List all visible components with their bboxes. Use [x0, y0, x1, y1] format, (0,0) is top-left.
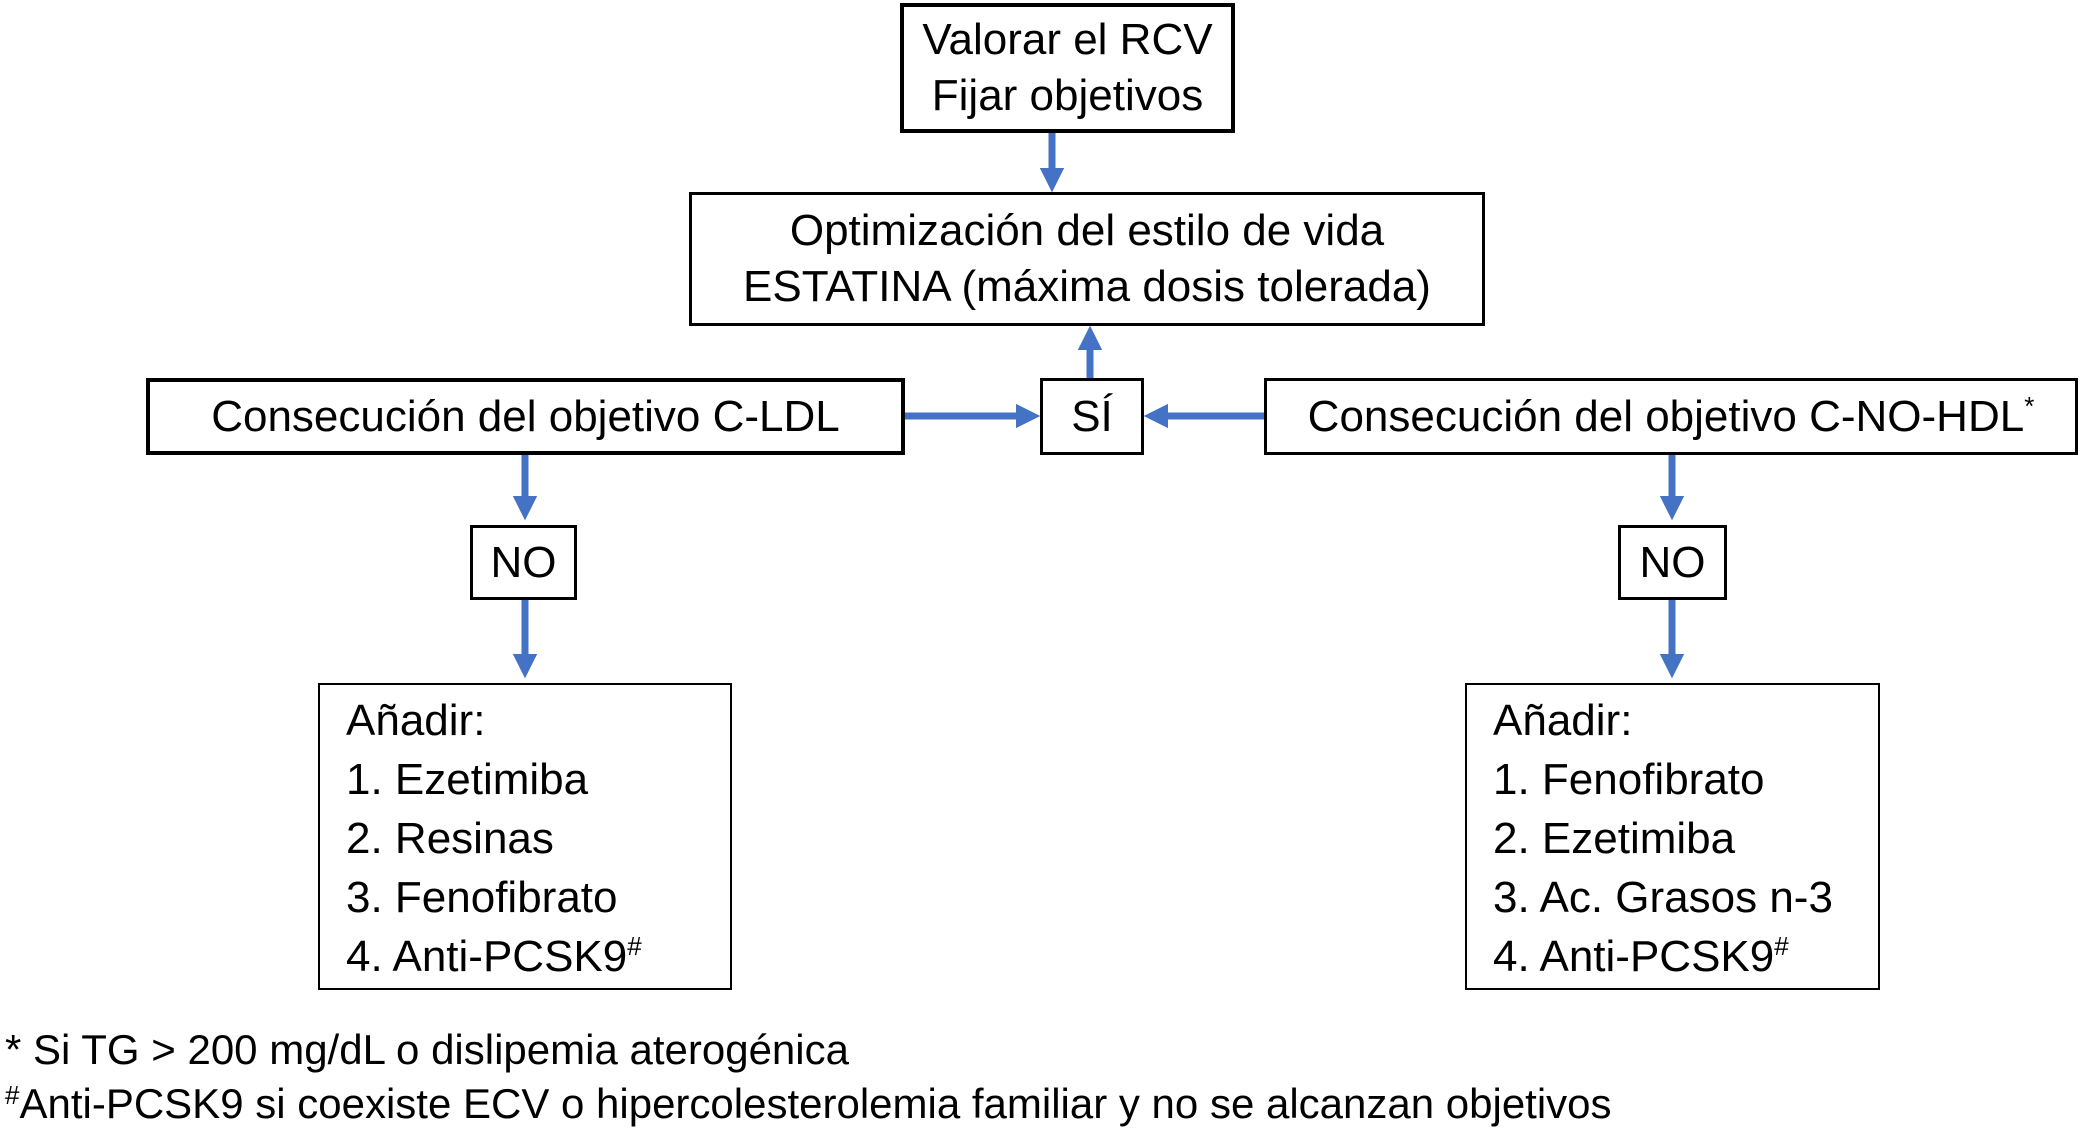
ldl-add-item-1: 1. Ezetimiba [346, 755, 589, 804]
nonhdl-add-item-4: 4. Anti-PCSK9# [1493, 927, 1789, 986]
ldl-goal-label: Consecución del objetivo C-LDL [211, 391, 840, 441]
footnote-tg: * Si TG > 200 mg/dL o dislipemia aterogé… [5, 1025, 849, 1075]
asterisk-superscript: * [2024, 390, 2035, 421]
treatment-box: Optimización del estilo de vida ESTATINA… [689, 192, 1485, 326]
nonhdl-goal-box: Consecución del objetivo C-NO-HDL* [1264, 378, 2078, 455]
ldl-add-item-4-text: 4. Anti-PCSK9 [346, 932, 628, 981]
treatment-line2: ESTATINA (máxima dosis tolerada) [743, 262, 1431, 311]
assess-rcv-line1: Valorar el RCV [922, 15, 1213, 64]
ldl-add-title: Añadir: [346, 696, 486, 745]
nonhdl-goal-text: Consecución del objetivo C-NO-HDL [1307, 391, 2025, 441]
yes-label: SÍ [1071, 391, 1113, 441]
nonhdl-add-title: Añadir: [1493, 696, 1633, 745]
ldl-goal-box: Consecución del objetivo C-LDL [146, 378, 905, 455]
nonhdl-no-box: NO [1618, 525, 1727, 600]
hash-superscript-footnote: # [5, 1080, 20, 1110]
nonhdl-add-item-2: 2. Ezetimiba [1493, 814, 1736, 863]
hash-superscript-right: # [1774, 931, 1789, 961]
assess-rcv-box: Valorar el RCV Fijar objetivos [900, 3, 1235, 133]
ldl-add-box: Añadir: 1. Ezetimiba 2. Resinas 3. Fenof… [318, 683, 732, 990]
nonhdl-add-item-3: 3. Ac. Grasos n-3 [1493, 873, 1833, 922]
ldl-no-box: NO [470, 525, 577, 600]
ldl-no-label: NO [490, 537, 557, 587]
ldl-add-item-2: 2. Resinas [346, 814, 554, 863]
footnote-tg-text: * Si TG > 200 mg/dL o dislipemia aterogé… [5, 1026, 849, 1073]
nonhdl-add-item-1: 1. Fenofibrato [1493, 755, 1765, 804]
nonhdl-no-label: NO [1639, 537, 1706, 587]
nonhdl-goal-label: Consecución del objetivo C-NO-HDL* [1308, 389, 2035, 445]
assess-rcv-line2: Fijar objetivos [931, 71, 1204, 120]
hash-superscript-left: # [627, 931, 642, 961]
footnote-pcsk9: #Anti-PCSK9 si coexiste ECV o hipercoles… [5, 1079, 1612, 1129]
ldl-add-item-4: 4. Anti-PCSK9# [346, 927, 642, 986]
yes-box: SÍ [1040, 378, 1144, 455]
ldl-add-item-3: 3. Fenofibrato [346, 873, 618, 922]
nonhdl-add-box: Añadir: 1. Fenofibrato 2. Ezetimiba 3. A… [1465, 683, 1880, 990]
footnote-pcsk9-text: Anti-PCSK9 si coexiste ECV o hipercolest… [19, 1080, 1612, 1127]
treatment-line1: Optimización del estilo de vida [789, 206, 1385, 255]
nonhdl-add-item-4-text: 4. Anti-PCSK9 [1493, 932, 1775, 981]
